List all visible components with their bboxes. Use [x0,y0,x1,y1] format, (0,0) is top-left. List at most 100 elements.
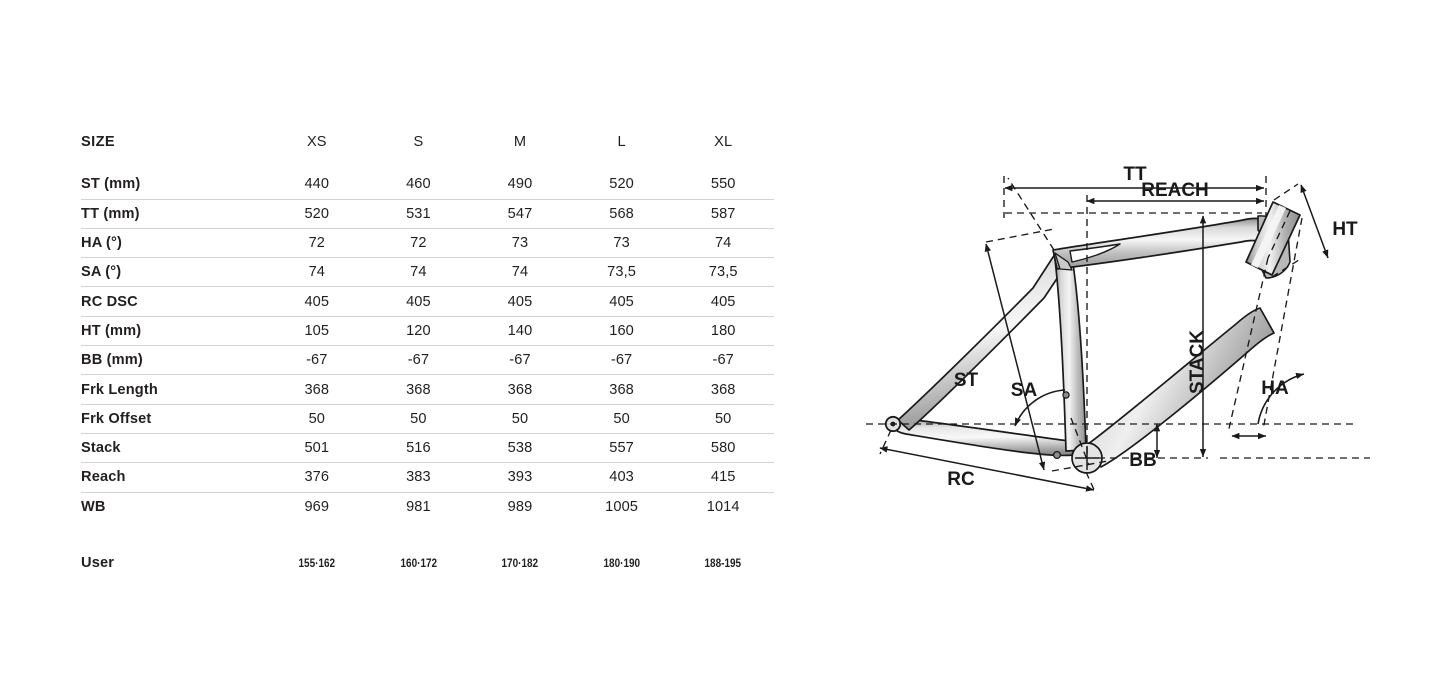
cell-st-xs: 440 [304,176,330,193]
table-row: Frk Length 368 368 368 368 368 [81,374,774,404]
cell-ht-m: 140 [507,322,533,339]
cell-stack-s: 516 [406,440,431,457]
cell-wb-s: 981 [406,498,431,515]
toptube-cutout [1069,243,1121,263]
cell-sa-s: 74 [410,264,427,281]
reach-label: REACH [1141,180,1209,201]
table-row: RC DSC 405 405 405 405 405 [81,286,774,316]
cell-tt-l: 568 [609,205,634,222]
table-row: WB 969 981 989 1005 1014 [81,492,774,521]
table-row: Frk Offset 50 50 50 50 50 [81,404,774,433]
geometry-table: SIZE XS S M L XL ST (mm) 440 460 490 520… [81,128,774,521]
cell-stack-m: 538 [507,440,533,457]
seattube-tube [1053,250,1087,452]
cell-rcdsc-l: 405 [609,293,634,310]
user-row: User 155·162 160·172 170·182 180·190 188… [81,551,774,575]
cell-ha-l: 73 [613,235,630,252]
cell-st-m: 490 [507,176,533,193]
st-label: ST [954,370,979,391]
cell-frkoffset-xs: 50 [308,410,326,427]
row-label-user: User [81,555,115,571]
tt-label: TT [1123,164,1147,185]
table-row: Stack 501 516 538 557 580 [81,433,774,462]
stack-label: STACK [1187,330,1208,394]
cell-ha-s: 72 [410,235,427,252]
row-label-frk-offset: Frk Offset [81,410,152,427]
seatstay-tube [897,253,1069,431]
cell-tt-s: 531 [406,205,431,222]
rc-bb-helper [1085,471,1097,495]
construction-lines [866,176,1370,495]
row-label-bb: BB (mm) [81,352,143,369]
cell-tt-xl: 587 [710,205,736,222]
headtube-axis-upper [1267,210,1291,259]
cell-frklength-xs: 368 [304,381,330,398]
cell-ht-xl: 180 [710,322,736,339]
table-body: ST (mm) 440 460 490 520 550 TT (mm) 520 … [81,170,774,521]
cell-bb-xs: -67 [306,352,328,369]
column-header-s: S [413,134,424,151]
cell-bb-l: -67 [610,352,633,369]
sa-angle-arc [1014,389,1066,427]
column-header-l: L [617,134,626,151]
ha-angle-arc [1257,372,1305,425]
row-label-reach: Reach [81,469,126,486]
cell-bb-xl: -67 [712,352,734,369]
cell-user-m: 170·182 [501,556,539,570]
headtube-axis [1227,257,1269,434]
bicycle-frame-illustration [884,201,1301,474]
bb-label: BB [1129,450,1156,471]
row-label-sa: SA (°) [81,264,122,281]
cell-wb-l: 1005 [605,498,639,515]
cell-wb-xl: 1014 [706,498,740,515]
cell-user-s: 160·172 [400,556,437,570]
user-height-table: User 155·162 160·172 170·182 180·190 188… [81,551,774,575]
table-header: SIZE XS S M L XL [81,128,774,170]
cell-st-xl: 550 [710,176,736,193]
table-row: TT (mm) 520 531 547 568 587 [81,199,774,228]
cell-stack-xl: 580 [710,440,736,457]
st-dimension-line [984,243,1046,471]
cell-frkoffset-s: 50 [410,410,427,427]
table-row: ST (mm) 440 460 490 520 550 [81,170,774,199]
table-row: BB (mm) -67 -67 -67 -67 -67 [81,345,774,375]
cell-reach-xl: 415 [710,469,736,486]
cell-bb-s: -67 [407,352,430,369]
row-label-ha: HA (°) [81,235,123,252]
cell-rcdsc-m: 405 [507,293,533,310]
cell-frklength-m: 368 [507,381,533,398]
rc-dropout-helper [879,429,892,455]
cell-frklength-l: 368 [609,381,634,398]
ht-bottom-helper [1271,257,1303,278]
table-header-row: SIZE XS S M L XL [81,128,774,170]
column-header-xs: XS [306,134,327,151]
ht-top-helper [1273,183,1299,201]
row-label-ht: HT (mm) [81,322,142,339]
cell-user-l: 180·190 [603,556,640,570]
cell-ha-xl: 74 [714,235,732,252]
cell-reach-l: 403 [609,469,634,486]
row-label-rcdsc: RC DSC [81,293,138,310]
row-label-frk-length: Frk Length [81,381,158,398]
rc-label: RC [947,469,975,490]
ht-dimension-line [1300,184,1329,259]
cell-frkoffset-xl: 50 [714,410,732,427]
cell-ht-l: 160 [609,322,634,339]
cell-frklength-s: 368 [406,381,431,398]
downtube-tube [1083,307,1275,468]
column-header-xl: XL [714,134,733,151]
cell-frklength-xl: 368 [710,381,736,398]
cell-stack-l: 557 [609,440,634,457]
cell-sa-m: 74 [511,264,529,281]
cell-tt-xs: 520 [304,205,330,222]
rc-dimension-line [879,446,1095,492]
cell-rcdsc-xl: 405 [710,293,736,310]
dimension-annotations [879,184,1329,492]
cell-ha-xs: 72 [308,235,326,252]
cell-frkoffset-l: 50 [613,410,630,427]
cell-user-xl: 188-195 [704,556,742,570]
cell-wb-xs: 969 [304,498,330,515]
cell-rcdsc-s: 405 [406,293,431,310]
cell-reach-m: 393 [507,469,533,486]
sa-label: SA [1011,380,1038,401]
